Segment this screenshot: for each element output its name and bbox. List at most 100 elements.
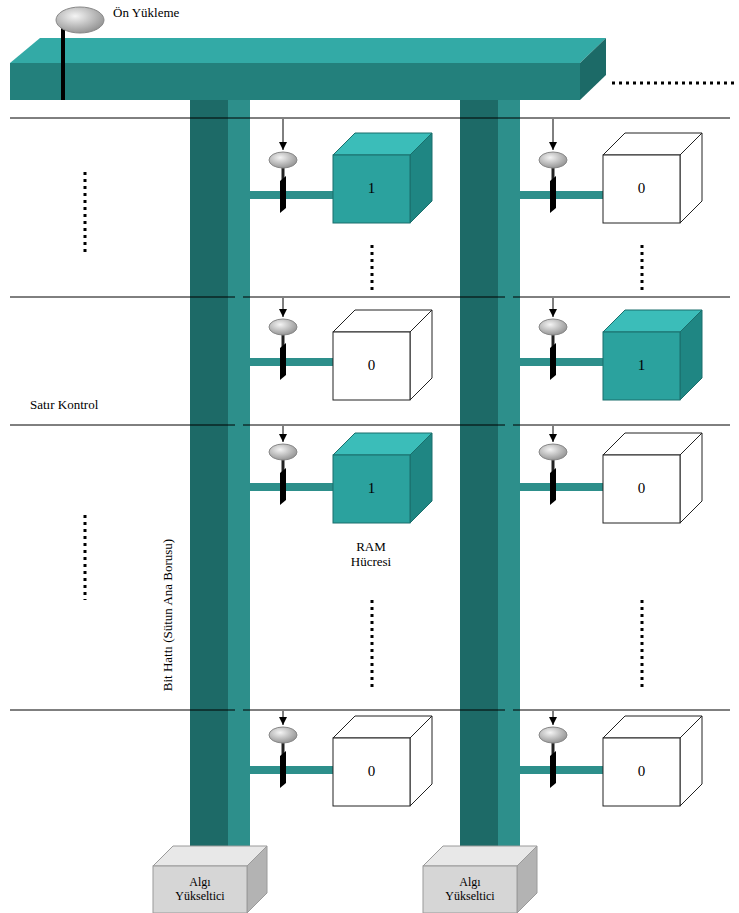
- transistor-gate: [550, 343, 556, 380]
- precharge-switch-cap: [56, 7, 104, 33]
- gate-cap: [269, 727, 297, 743]
- row-select-arrow: [283, 426, 284, 442]
- bit-line-connector: [239, 362, 333, 846]
- row-select-arrow: [553, 711, 554, 725]
- row-control-line: [10, 710, 730, 711]
- ram-cell: 0: [603, 433, 702, 523]
- box-side-face: [410, 133, 432, 223]
- bit-line-connector: [509, 487, 603, 846]
- box-front-face: [603, 155, 680, 223]
- continuation-dots: [84, 172, 87, 255]
- row-select-arrow: [283, 298, 284, 317]
- box-outline: [603, 433, 702, 523]
- gate-cap: [539, 152, 567, 168]
- gate-cap: [269, 152, 297, 168]
- box-outline: [603, 133, 702, 223]
- box-side-face: [247, 846, 267, 913]
- bit-value: 0: [368, 357, 376, 374]
- amplifier-label: Algı Yükseltici: [168, 876, 232, 904]
- continuation-dots: [371, 600, 374, 690]
- continuation-dots: [641, 245, 644, 290]
- continuation-dots: [612, 82, 735, 85]
- amplifier-label: Algı Yükseltici: [438, 876, 502, 904]
- ram-cell: 1: [333, 433, 432, 523]
- box-face: 0: [333, 738, 410, 806]
- continuation-dots: [371, 245, 374, 290]
- transistor-gate: [550, 176, 556, 213]
- precharge-label: Ön Yükleme: [113, 6, 179, 21]
- ram-cell: 1: [333, 133, 432, 223]
- row-control-line: [10, 118, 730, 119]
- row-control-line: [10, 425, 730, 426]
- row-control-label: Satır Kontrol: [30, 398, 98, 413]
- cell-label: RAM Hücresi: [336, 540, 406, 570]
- box-side-face: [680, 716, 702, 806]
- box-side-face: [680, 133, 702, 223]
- row-select-arrow: [283, 711, 284, 725]
- box-front-face: [423, 866, 517, 913]
- box-outline: [603, 310, 702, 400]
- ram-cell: 0: [333, 310, 432, 400]
- bit-line-bar: [460, 96, 498, 901]
- row-control-line: [10, 297, 730, 298]
- continuation-dots: [84, 515, 87, 600]
- sense-amplifier: Algı Yükseltici: [153, 846, 267, 913]
- bit-value: 0: [638, 763, 646, 780]
- box-face: 0: [333, 332, 410, 400]
- bit-value: 0: [368, 763, 376, 780]
- ram-cell: 1: [603, 310, 702, 400]
- box-side-face: [517, 846, 537, 913]
- gate-cap: [269, 444, 297, 460]
- bit-value: 1: [638, 357, 646, 374]
- box-face: 0: [603, 155, 680, 223]
- box-front-face: [603, 332, 680, 400]
- bit-line-connector: [509, 195, 603, 846]
- sense-amplifier: Algı Yükseltici: [423, 846, 537, 913]
- box-front-face: [333, 332, 410, 400]
- row-select-arrow: [553, 298, 554, 317]
- box-side-face: [410, 310, 432, 400]
- box-face: 1: [603, 332, 680, 400]
- box-face: 0: [603, 455, 680, 523]
- bit-value: 0: [638, 480, 646, 497]
- transistor-gate: [550, 468, 556, 505]
- bit-line-connector: [509, 362, 603, 846]
- box-outline: [333, 433, 432, 523]
- gate-cap: [539, 319, 567, 335]
- box-side-face: [680, 310, 702, 400]
- row-select-arrow: [553, 426, 554, 442]
- bit-value: 0: [638, 180, 646, 197]
- precharge-bar-front: [10, 63, 580, 100]
- box-outline: [603, 716, 702, 806]
- row-select-arrow: [553, 119, 554, 150]
- box-front-face: [603, 738, 680, 806]
- transistor-gate: [280, 751, 286, 788]
- box-front-face: [333, 455, 410, 523]
- box-side-face: [410, 433, 432, 523]
- ram-cell: 0: [603, 133, 702, 223]
- box-front-face: [333, 738, 410, 806]
- box-face: 0: [603, 738, 680, 806]
- box-face: 1: [333, 455, 410, 523]
- transistor-gate: [280, 176, 286, 213]
- box-outline: [333, 133, 432, 223]
- box-face: Algı Yükseltici: [423, 866, 517, 913]
- precharge-switch: [61, 28, 65, 100]
- bit-value: 1: [368, 180, 376, 197]
- box-outline: [333, 716, 432, 806]
- bit-line-label: Bit Hattı (Sütun Ana Borusu): [161, 539, 176, 691]
- bit-line-connector: [239, 487, 333, 846]
- box-front-face: [333, 155, 410, 223]
- box-face: 1: [333, 155, 410, 223]
- ram-cell: 0: [333, 716, 432, 806]
- continuation-dots: [641, 600, 644, 690]
- box-face: Algı Yükseltici: [153, 866, 247, 913]
- transistor-gate: [280, 468, 286, 505]
- bit-line-bar: [190, 96, 228, 901]
- gate-cap: [539, 444, 567, 460]
- gate-cap: [539, 727, 567, 743]
- precharge-bar-side: [580, 38, 606, 100]
- transistor-gate: [550, 751, 556, 788]
- bit-line-connector: [239, 195, 333, 846]
